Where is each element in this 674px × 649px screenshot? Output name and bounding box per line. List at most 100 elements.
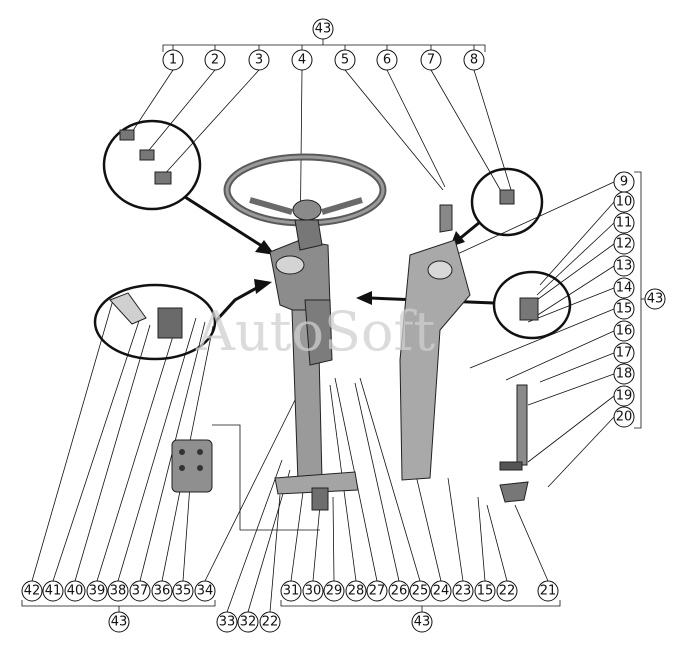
callout-number: 14 [616, 281, 633, 296]
callout-circle [259, 611, 281, 633]
callout-circle [86, 580, 108, 602]
callout-circle [248, 49, 270, 71]
callout-39: 39 [86, 580, 108, 602]
callout-number: 12 [616, 237, 633, 252]
callout-circle [64, 580, 86, 602]
callout-25: 25 [409, 580, 431, 602]
callout-number: 23 [455, 584, 472, 599]
callout-circle [162, 49, 184, 71]
callout-number: 27 [369, 584, 386, 599]
callout-number: 35 [175, 584, 192, 599]
callout-circle [21, 580, 43, 602]
callout-20: 20 [613, 406, 635, 428]
callout-number: 36 [154, 584, 171, 599]
callout-circle [537, 580, 559, 602]
callout-6: 6 [376, 49, 398, 71]
callout-circle [366, 580, 388, 602]
callout-5: 5 [334, 49, 356, 71]
callout-circle [613, 320, 635, 342]
callout-28: 28 [345, 580, 367, 602]
callout-circle [613, 191, 635, 213]
callout-41: 41 [42, 580, 64, 602]
callout-number: 15 [616, 302, 633, 317]
callout-26: 26 [388, 580, 410, 602]
callout-number: 21 [540, 584, 557, 599]
callout-43: 43 [411, 611, 433, 633]
callout-33: 33 [216, 611, 238, 633]
callout-circle [613, 233, 635, 255]
callout-number: 32 [240, 615, 257, 630]
callout-12: 12 [613, 233, 635, 255]
callout-circle [312, 18, 334, 40]
callout-circle [409, 580, 431, 602]
callout-38: 38 [107, 580, 129, 602]
callout-16: 16 [613, 320, 635, 342]
column-base-plate [274, 471, 359, 495]
callout-number: 10 [616, 195, 633, 210]
callout-circle [345, 580, 367, 602]
callout-circle [463, 49, 485, 71]
callout-43: 43 [108, 611, 130, 633]
callout-number: 40 [67, 584, 84, 599]
callout-number: 22 [262, 615, 279, 630]
callout-43: 43 [312, 18, 334, 40]
callout-circle [613, 406, 635, 428]
callout-number: 34 [197, 584, 214, 599]
callout-number: 43 [315, 22, 332, 37]
callout-22: 22 [496, 580, 518, 602]
callout-circle [237, 611, 259, 633]
callout-1: 1 [162, 49, 184, 71]
callout-number: 31 [283, 584, 300, 599]
callout-14: 14 [613, 277, 635, 299]
callout-17: 17 [613, 342, 635, 364]
callout-21: 21 [537, 580, 559, 602]
column-cover [399, 239, 471, 481]
callout-number: 16 [616, 324, 633, 339]
callout-15: 15 [474, 580, 496, 602]
gas-strut [516, 384, 528, 466]
callout-number: 1 [169, 53, 177, 68]
callout-number: 43 [111, 615, 128, 630]
callout-number: 11 [616, 216, 633, 231]
callout-circle [291, 49, 313, 71]
callout-number: 6 [383, 53, 391, 68]
callout-number: 33 [219, 615, 236, 630]
callout-number: 26 [391, 584, 408, 599]
callout-circle [613, 212, 635, 234]
callout-number: 4 [298, 53, 306, 68]
callout-36: 36 [151, 580, 173, 602]
callout-circle [280, 580, 302, 602]
callout-number: 41 [45, 584, 62, 599]
callout-37: 37 [129, 580, 151, 602]
callout-8: 8 [463, 49, 485, 71]
callout-number: 9 [620, 175, 628, 190]
callout-number: 25 [412, 584, 429, 599]
callout-11: 11 [613, 212, 635, 234]
callout-circle [613, 363, 635, 385]
callout-circle [644, 288, 666, 310]
callout-30: 30 [302, 580, 324, 602]
callout-number: 38 [110, 584, 127, 599]
callout-circle [216, 611, 238, 633]
callout-number: 2 [211, 53, 219, 68]
steering-valve [171, 439, 213, 493]
callout-circle [376, 49, 398, 71]
callout-23: 23 [452, 580, 474, 602]
callout-number: 37 [132, 584, 149, 599]
callout-circle [302, 580, 324, 602]
callout-circle [42, 580, 64, 602]
callout-4: 4 [291, 49, 313, 71]
callout-40: 40 [64, 580, 86, 602]
callout-number: 17 [616, 346, 633, 361]
callout-43: 43 [644, 288, 666, 310]
callout-9: 9 [613, 171, 635, 193]
callout-number: 5 [341, 53, 349, 68]
callout-number: 13 [616, 259, 633, 274]
callout-circle [430, 580, 452, 602]
callout-number: 22 [499, 584, 516, 599]
callout-27: 27 [366, 580, 388, 602]
callout-circle [496, 580, 518, 602]
